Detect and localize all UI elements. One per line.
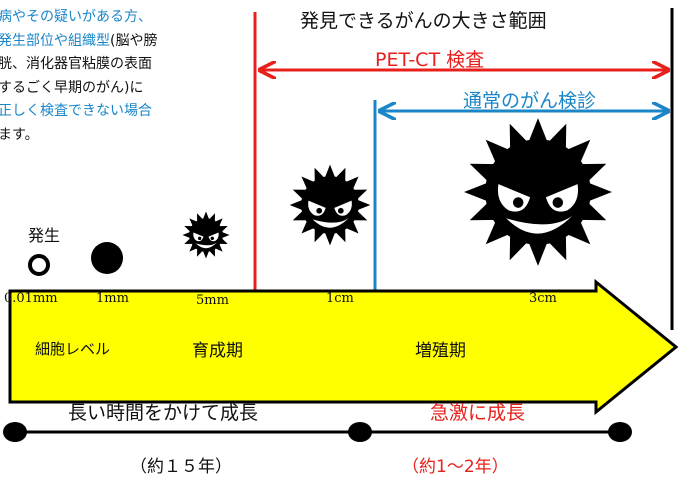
note-line: 病やその疑いがある方、 (0, 6, 234, 30)
note-segment: 発生部位や組織型 (0, 32, 110, 49)
rapid-growth-label: 急激に成長 (430, 402, 526, 424)
size-label-1cm: 1cm (326, 291, 354, 306)
cell-level-label: 細胞レベル (35, 340, 111, 358)
note-segment: ます。 (0, 126, 39, 143)
note-line: ます。 (0, 124, 234, 148)
timeline-dot-end (608, 422, 632, 442)
growth-arrow (8, 278, 679, 416)
regular-exam-label: 通常のがん検診 (463, 90, 597, 112)
note-segment: 病やその疑いがある方、 (0, 9, 152, 25)
pet-ct-label: PET-CT 検査 (375, 49, 485, 71)
note-text: 病やその疑いがある方、発生部位や組織型(脳や膀胱、消化器官粘膜の表面するごく早期… (0, 6, 234, 147)
note-segment: 胱、消化器官粘膜の表面 (0, 56, 152, 72)
note-line: するごく早期のがん)に (0, 77, 234, 101)
duration-label-2: （約1～2年） (402, 457, 509, 477)
size-label-0-01mm: 0.01mm (4, 291, 58, 306)
growth-phase-label: 育成期 (192, 341, 243, 361)
timeline-dot-middle (348, 422, 372, 442)
onset-label: 発生 (28, 226, 61, 245)
cancer-cell-icon (289, 164, 371, 246)
note-segment: 正しく検査できない場合 (0, 103, 152, 119)
size-label-1mm: 1mm (96, 291, 129, 306)
cancer-cell-icon (464, 118, 612, 266)
note-line: 発生部位や組織型(脳や膀 (0, 30, 234, 54)
note-segment: するごく早期のがん)に (0, 79, 144, 96)
size-label-5mm: 5mm (196, 293, 229, 308)
diagram-title: 発見できるがんの大きさ範囲 (300, 10, 547, 32)
size-label-3cm: 3cm (529, 291, 557, 306)
note-line: 正しく検査できない場合 (0, 100, 234, 124)
cell-1mm-icon (91, 242, 123, 274)
note-segment: (脳や膀 (110, 32, 158, 49)
timeline-dot-start (3, 422, 27, 442)
cell-0-01mm-icon (28, 254, 50, 276)
cancer-cell-icon (182, 211, 230, 259)
note-line: 胱、消化器官粘膜の表面 (0, 53, 234, 77)
duration-label-1: （約１５年） (130, 457, 232, 477)
long-growth-label: 長い時間をかけて成長 (68, 402, 259, 424)
proliferation-phase-label: 増殖期 (415, 341, 466, 361)
